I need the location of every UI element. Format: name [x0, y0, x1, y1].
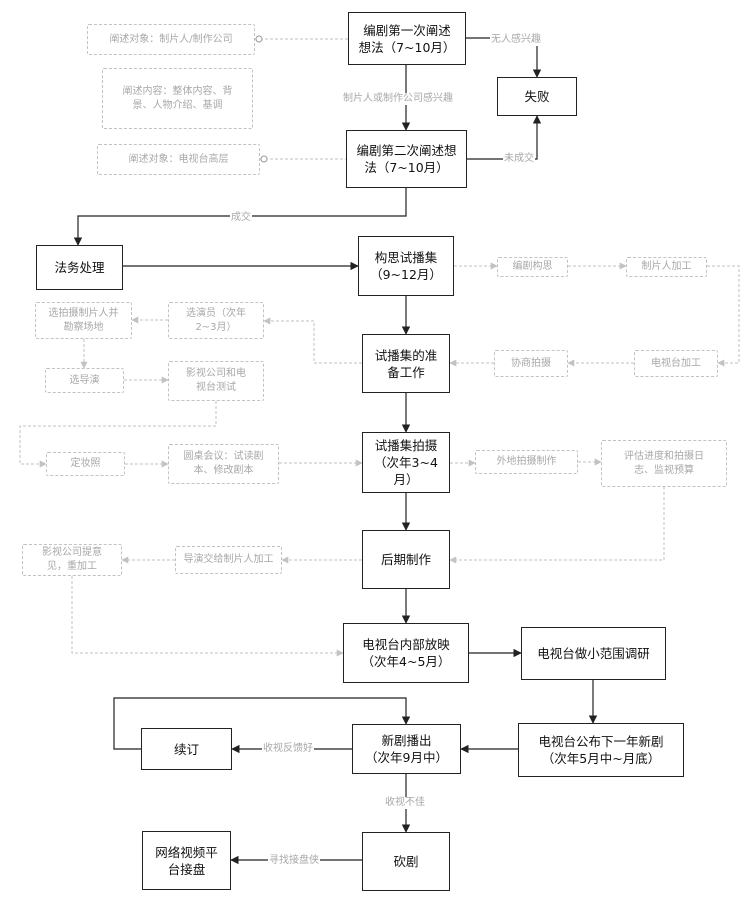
edge-label-find-taker: 寻找接盘侠	[268, 855, 320, 867]
note-pitch-content: 阐述内容：整体内容、背 景、人物介绍、基调	[102, 68, 253, 129]
node-renew: 续订	[141, 728, 232, 770]
edge-renew-loop	[113, 697, 411, 750]
node-director-to-producer: 导演交给制片人加工	[175, 546, 282, 574]
edge-label-ratings-feedback: 收视反馈好	[262, 743, 314, 755]
note-connector-dot	[255, 35, 263, 43]
node-location-shoot: 外地拍摄制作	[475, 450, 578, 474]
edge-tvtest-to-makeup	[19, 401, 217, 468]
node-second-pitch: 编剧第二次阐述想 法（7~10月）	[346, 130, 467, 188]
node-writer-idea: 编剧构思	[497, 257, 568, 277]
node-online-platform: 网络视频平 台接盘	[142, 831, 231, 890]
node-tv-test: 影视公司和电 视台测试	[168, 361, 264, 401]
node-select-location: 选拍摄制片人并 勘察场地	[35, 302, 132, 339]
node-makeup-photo: 定妆照	[46, 452, 125, 476]
node-fail: 失败	[497, 77, 577, 116]
node-cancel: 砍剧	[362, 832, 450, 891]
node-negotiate-shoot: 协商拍摄	[494, 350, 568, 377]
edge-label-producer-interested: 制片人或制作公司感兴趣	[342, 93, 454, 105]
node-post-production: 后期制作	[362, 530, 450, 589]
node-pilot-shoot: 试播集拍摄 （次年3~4 月）	[362, 432, 450, 493]
node-select-actors: 选演员（次年 2~3月）	[168, 302, 264, 339]
node-internal-screening: 电视台内部放映 （次年4~5月）	[343, 623, 469, 683]
note-audience-producer: 阐述对象：制片人/制作公司	[87, 24, 255, 55]
edge-label-not-deal: 未成交	[503, 153, 535, 165]
node-tv-edit: 电视台加工	[634, 350, 718, 377]
edge-prep-to-actors	[263, 317, 362, 364]
edge-label-no-interest: 无人感兴趣	[490, 34, 542, 46]
node-studio-feedback: 影视公司提意 见，重加工	[22, 544, 122, 576]
note-audience-tv: 阐述对象：电视台高层	[97, 144, 260, 175]
edge-producer-to-tvedit	[707, 265, 740, 367]
node-first-pitch: 编剧第一次阐述 想法（7~10月）	[348, 12, 466, 65]
node-progress-eval: 评估进度和拍摄日 志、监视预算	[601, 440, 727, 487]
edge-feedback-to-screening	[71, 576, 344, 657]
node-select-director: 选导演	[45, 368, 124, 393]
node-announce: 电视台公布下一年新剧 （次年5月中~月底）	[518, 723, 684, 777]
node-premiere: 新剧播出 （次年9月中）	[352, 724, 461, 774]
note-connector-dot	[260, 155, 268, 163]
node-concept-pilot: 构思试播集 （9~12月）	[358, 236, 454, 296]
node-pilot-prep: 试播集的准 备工作	[362, 334, 450, 393]
edge-second-to-fail	[467, 115, 542, 160]
node-legal: 法务处理	[36, 245, 123, 290]
edge-eval-to-post	[449, 487, 665, 564]
node-small-survey: 电视台做小范围调研	[521, 627, 666, 680]
edge-label-ratings-poor: 收视不佳	[384, 797, 426, 809]
node-producer-edit: 制片人加工	[626, 257, 707, 277]
edge-label-deal: 成交	[230, 212, 252, 224]
node-table-read: 圆桌会议：试读剧 本、修改剧本	[168, 444, 279, 484]
